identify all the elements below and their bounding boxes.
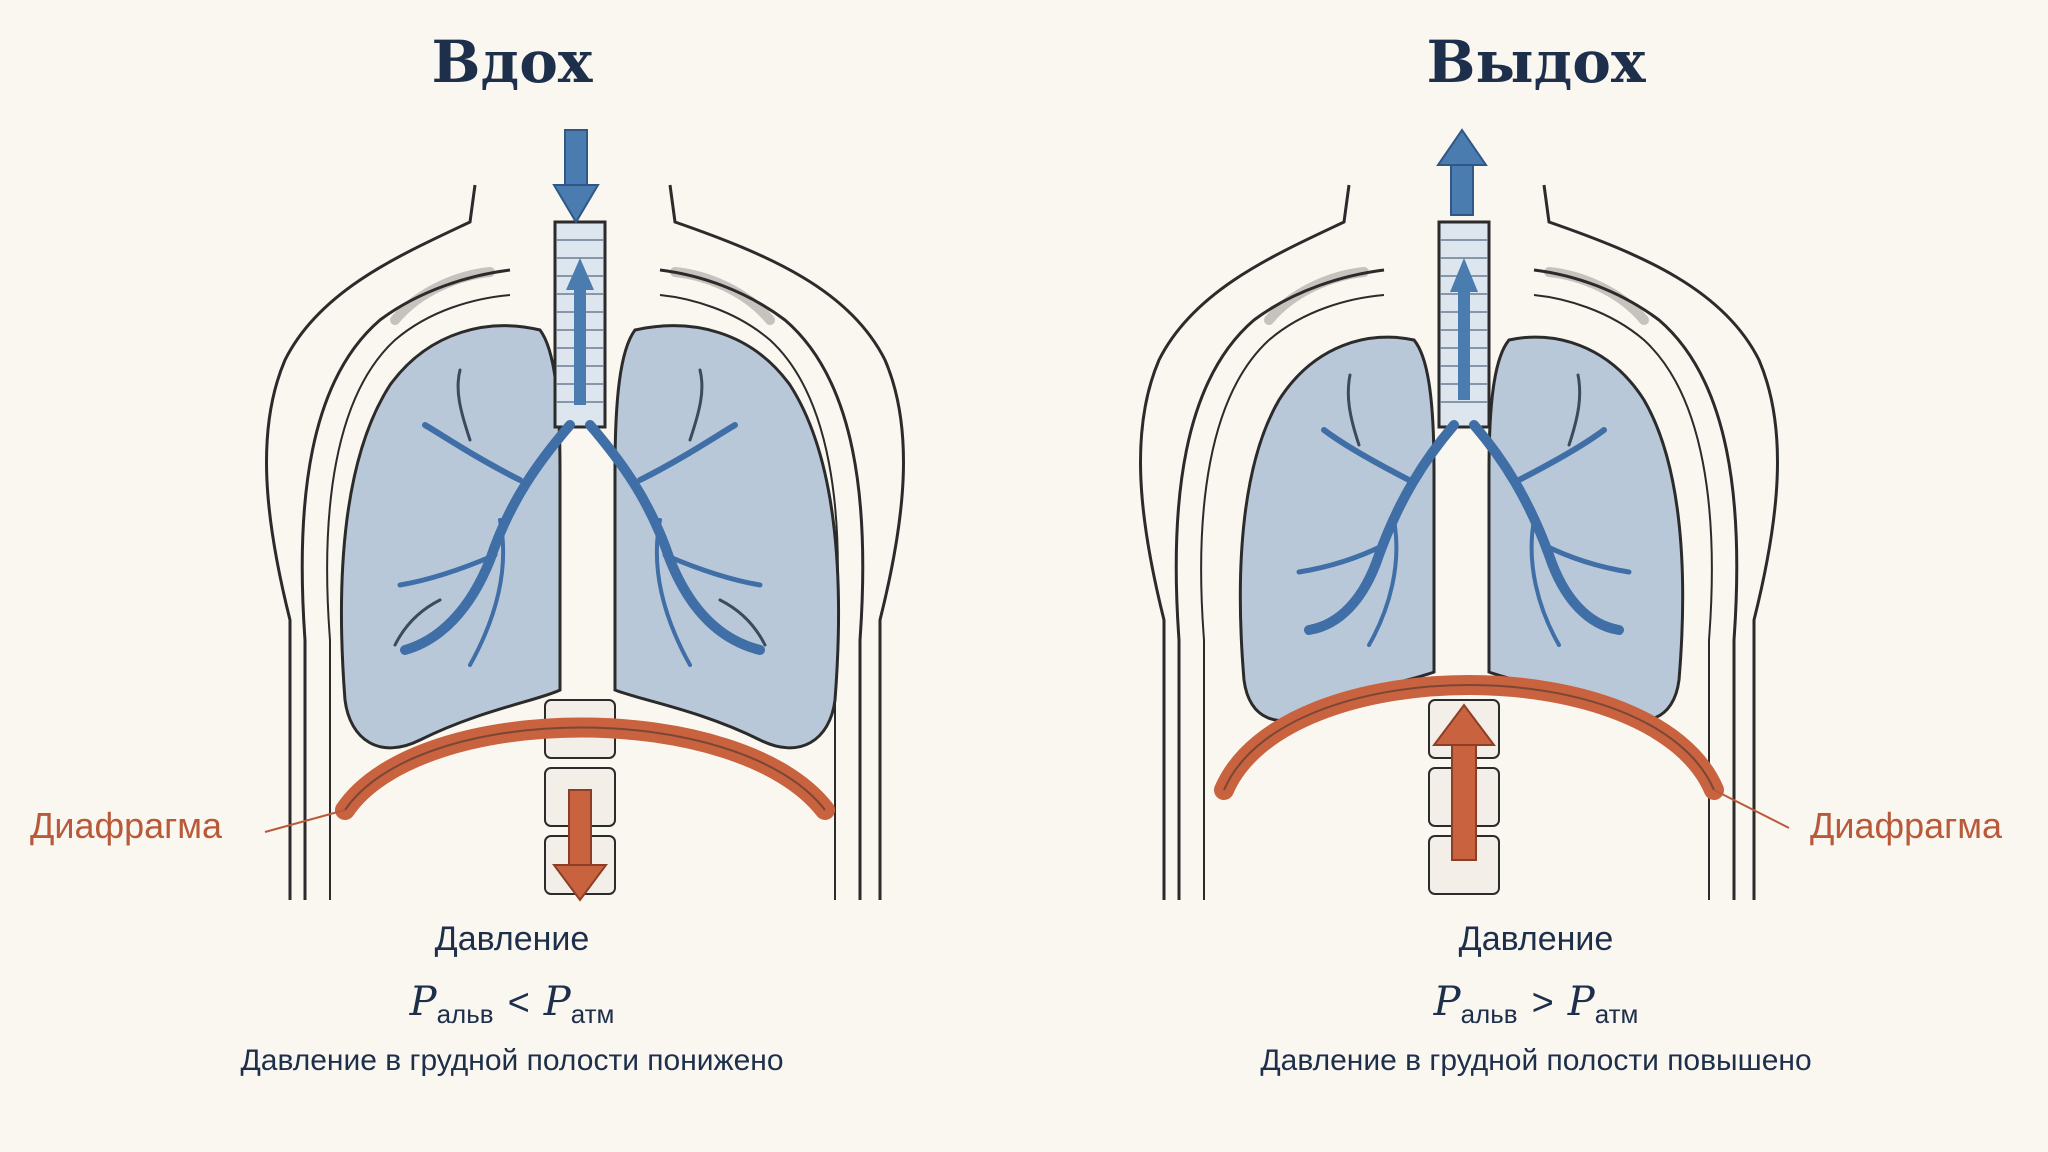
- left-lung: [339, 324, 562, 750]
- alveolar-pressure-symbol: P: [409, 979, 437, 1025]
- diaphragm-leader-line: [1713, 789, 1790, 829]
- pressure-formula: Pальв < Pатм: [0, 979, 1024, 1030]
- alveolar-subscript: альв: [1460, 999, 1518, 1029]
- torso-outline: [1542, 184, 1779, 900]
- air-flow-trachea-arrow: [1450, 258, 1478, 400]
- inhale-caption: Давление Pальв < Pатм Давление в грудной п…: [0, 920, 1024, 1078]
- torso-outline: [265, 184, 477, 900]
- torso-outline: [1139, 184, 1351, 900]
- rib-cage-outline: [659, 268, 865, 900]
- atmospheric-subscript: атм: [570, 999, 615, 1029]
- rib-cage-outline: [1174, 268, 1385, 900]
- inhale-chest-illustration: [264, 129, 905, 902]
- pressure-heading: Давление: [1458, 920, 1614, 958]
- bronchial-tree: [1296, 373, 1632, 647]
- air-flow-trachea-arrow: [566, 258, 594, 405]
- clavicle: [390, 267, 495, 325]
- inhale-panel: Вдох: [0, 28, 1024, 1078]
- right-lung: [1487, 335, 1685, 722]
- exhale-title: Выдох: [1426, 28, 1646, 96]
- atmospheric-pressure-symbol: P: [543, 979, 571, 1025]
- comparison-operator: >: [1531, 982, 1554, 1024]
- rib-cage-outline: [1200, 294, 1385, 900]
- diaphragm-label: Диафрагма: [30, 805, 223, 846]
- diaphragm-outline: [344, 726, 826, 811]
- alveolar-subscript: альв: [436, 999, 494, 1029]
- alveolar-pressure-symbol: P: [1433, 979, 1461, 1025]
- left-lung: [1238, 335, 1436, 722]
- rib-cage-outline: [300, 268, 511, 900]
- diaphragm-label: Диафрагма: [1810, 805, 2003, 846]
- diaphragm-up-arrow: [1432, 703, 1496, 861]
- atmospheric-subscript: атм: [1594, 999, 1639, 1029]
- bronchial-tree: [393, 368, 767, 667]
- inhale-title: Вдох: [431, 28, 593, 96]
- diaphragm-outline: [1223, 684, 1715, 791]
- pressure-formula: Pальв > Pатм: [1024, 979, 2048, 1030]
- diaphragm-down-arrow: [552, 789, 608, 902]
- clavicle: [1264, 267, 1369, 325]
- right-lung: [613, 324, 841, 750]
- rib-cage-outline: [1533, 294, 1713, 900]
- rib-cage-outline: [1533, 268, 1739, 900]
- diaphragm-leader-line: [264, 809, 346, 833]
- rib-cage-outline: [326, 294, 511, 900]
- atmospheric-pressure-symbol: P: [1567, 979, 1595, 1025]
- air-in-arrow: [552, 129, 600, 224]
- clavicle: [670, 267, 775, 325]
- air-out-arrow: [1436, 128, 1488, 216]
- chest-pressure-note: Давление в грудной полости повышено: [1260, 1044, 1812, 1077]
- exhale-caption: Давление Pальв > Pатм Давление в грудной п…: [1024, 920, 2048, 1078]
- torso-outline: [668, 184, 905, 900]
- pressure-heading: Давление: [434, 920, 590, 958]
- comparison-operator: <: [507, 982, 530, 1024]
- exhale-panel: Выдох: [1024, 0, 2048, 1152]
- chest-pressure-note: Давление в грудной полости понижено: [240, 1044, 784, 1077]
- exhale-chest-illustration: [1139, 128, 1790, 900]
- clavicle: [1544, 267, 1649, 325]
